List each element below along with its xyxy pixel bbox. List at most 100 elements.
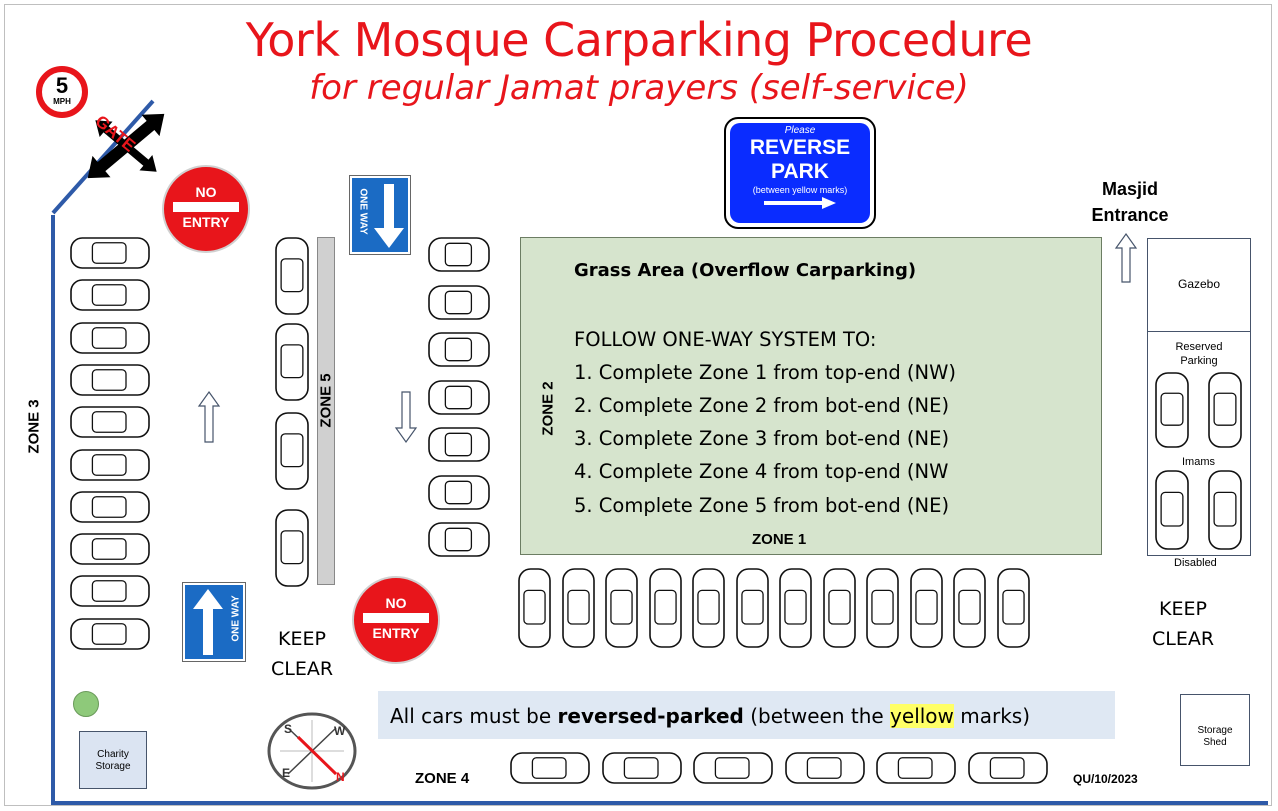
arrow-down-icon [374, 184, 404, 248]
grass-step-1: 1. Complete Zone 1 from top-end (NW) [574, 361, 957, 384]
car-zone5 [275, 412, 309, 490]
car-zone2 [428, 332, 490, 367]
grass-heading: FOLLOW ONE-WAY SYSTEM TO: [574, 328, 877, 351]
speed-limit-value: 5 [55, 73, 69, 98]
shed-line2: Shed [1203, 737, 1227, 748]
car-zone1 [648, 568, 682, 648]
car-zone4 [693, 752, 773, 784]
compass-n: N [336, 770, 345, 784]
car-zone3 [70, 533, 150, 565]
charity-line2: Storage [95, 761, 131, 772]
no-entry-sign-top: NO ENTRY [162, 165, 250, 253]
keep-clear-line1: KEEP [278, 628, 326, 650]
compass-e: E [282, 766, 291, 780]
gazebo-box: Gazebo [1147, 238, 1251, 333]
car-zone1 [779, 568, 812, 648]
no-entry-line2: ENTRY [372, 625, 420, 641]
shed-line1: Storage [1197, 725, 1233, 736]
grass-step-4: 4. Complete Zone 4 from top-end (NW [574, 460, 949, 483]
one-way-label: ONE WAY [357, 188, 369, 235]
speed-limit-unit: MPH [53, 97, 71, 106]
masjid-entrance-label: Masjid Entrance [1080, 176, 1180, 228]
reserved-line1: Reserved [1175, 341, 1223, 353]
zone5-label: ZONE 5 [317, 373, 335, 428]
car-zone3 [70, 321, 150, 354]
reverse-park-line2: PARK [771, 160, 829, 183]
keep-clear-line2: CLEAR [270, 658, 334, 680]
compass-s: S [284, 722, 293, 736]
car-zone1 [866, 568, 899, 648]
storage-shed-box: Storage Shed [1180, 694, 1250, 766]
car-zone1 [822, 568, 856, 648]
page-frame [4, 4, 1272, 806]
notice-banner [378, 691, 1115, 739]
gate-double-arrow-icon-2 [95, 120, 157, 172]
reverse-park-please: Please [784, 125, 816, 136]
car-zone4 [967, 752, 1048, 784]
car-zone1 [561, 568, 595, 648]
car-zone5 [275, 237, 309, 315]
gazebo-label: Gazebo [1177, 277, 1221, 291]
flow-arrow-up-icon [197, 390, 221, 443]
zone2-label: ZONE 2 [539, 381, 557, 436]
grass-step-2: 2. Complete Zone 2 from bot-end (NE) [574, 394, 950, 417]
imams-label: Imams [1182, 456, 1215, 468]
no-entry-sign-bottom: NO ENTRY [352, 576, 440, 664]
reverse-park-sign: Please REVERSE PARK (between yellow mark… [724, 117, 876, 229]
car-zone4 [784, 752, 865, 784]
car-zone5 [275, 323, 309, 401]
car-reserved [1208, 372, 1242, 448]
one-way-label: ONE WAY [230, 595, 242, 642]
car-zone2 [428, 379, 490, 415]
car-zone3 [70, 406, 150, 438]
compass: S W E N [266, 712, 358, 790]
car-zone1 [692, 568, 725, 648]
car-zone3 [70, 575, 150, 608]
car-zone1 [735, 568, 769, 648]
compass-w: W [334, 724, 346, 738]
arrow-right-icon [764, 197, 836, 209]
reverse-park-line1: REVERSE [749, 136, 851, 159]
notice-bold: reversed-parked [557, 704, 744, 728]
car-zone1 [953, 568, 986, 648]
compass-rose-icon [267, 712, 357, 790]
one-way-sign-up: ONE WAY [182, 582, 246, 662]
zone3-label: ZONE 3 [25, 399, 43, 454]
car-zone3 [70, 279, 150, 312]
grass-overflow-area [520, 237, 1102, 555]
speed-limit-sign: 5 MPH [36, 66, 88, 118]
disabled-label: Disabled [1174, 557, 1217, 569]
tree-marker [73, 691, 99, 717]
car-zone3 [70, 237, 150, 269]
keep-clear-left: KEEP CLEAR [262, 624, 342, 684]
car-zone4 [876, 752, 956, 784]
no-entry-line1: NO [195, 184, 217, 200]
reverse-park-note: (between yellow marks) [752, 185, 848, 195]
zone5-island [317, 237, 335, 585]
masjid-line1: Masjid [1101, 179, 1158, 199]
car-zone5 [275, 509, 309, 587]
car-zone2 [428, 237, 490, 272]
charity-storage-box: Charity Storage [79, 731, 147, 789]
keep-clear-right: KEEP CLEAR [1143, 594, 1223, 654]
page-title: York Mosque Carparking Procedure [245, 13, 1033, 67]
car-zone3 [70, 617, 150, 650]
entrance-arrow-up-icon [1114, 232, 1138, 283]
grass-title: Grass Area (Overflow Carparking) [574, 260, 917, 281]
car-zone2 [428, 284, 490, 320]
masjid-line2: Entrance [1091, 205, 1169, 225]
car-zone4 [510, 752, 590, 784]
notice-pre: All cars must be [390, 704, 558, 728]
notice-text: All cars must be reversed-parked (betwee… [390, 704, 1030, 728]
version-code: QU/10/2023 [1073, 772, 1138, 786]
no-entry-line2: ENTRY [182, 214, 230, 230]
zone4-label: ZONE 4 [415, 770, 470, 787]
car-zone2 [428, 474, 490, 510]
flow-arrow-down-icon [394, 391, 418, 444]
keep-clear-line1: KEEP [1159, 598, 1207, 620]
car-zone2 [428, 427, 490, 462]
reserved-line2: Parking [1180, 355, 1218, 367]
no-entry-bar [363, 613, 429, 623]
car-zone1 [518, 568, 551, 648]
car-disabled [1208, 470, 1242, 550]
